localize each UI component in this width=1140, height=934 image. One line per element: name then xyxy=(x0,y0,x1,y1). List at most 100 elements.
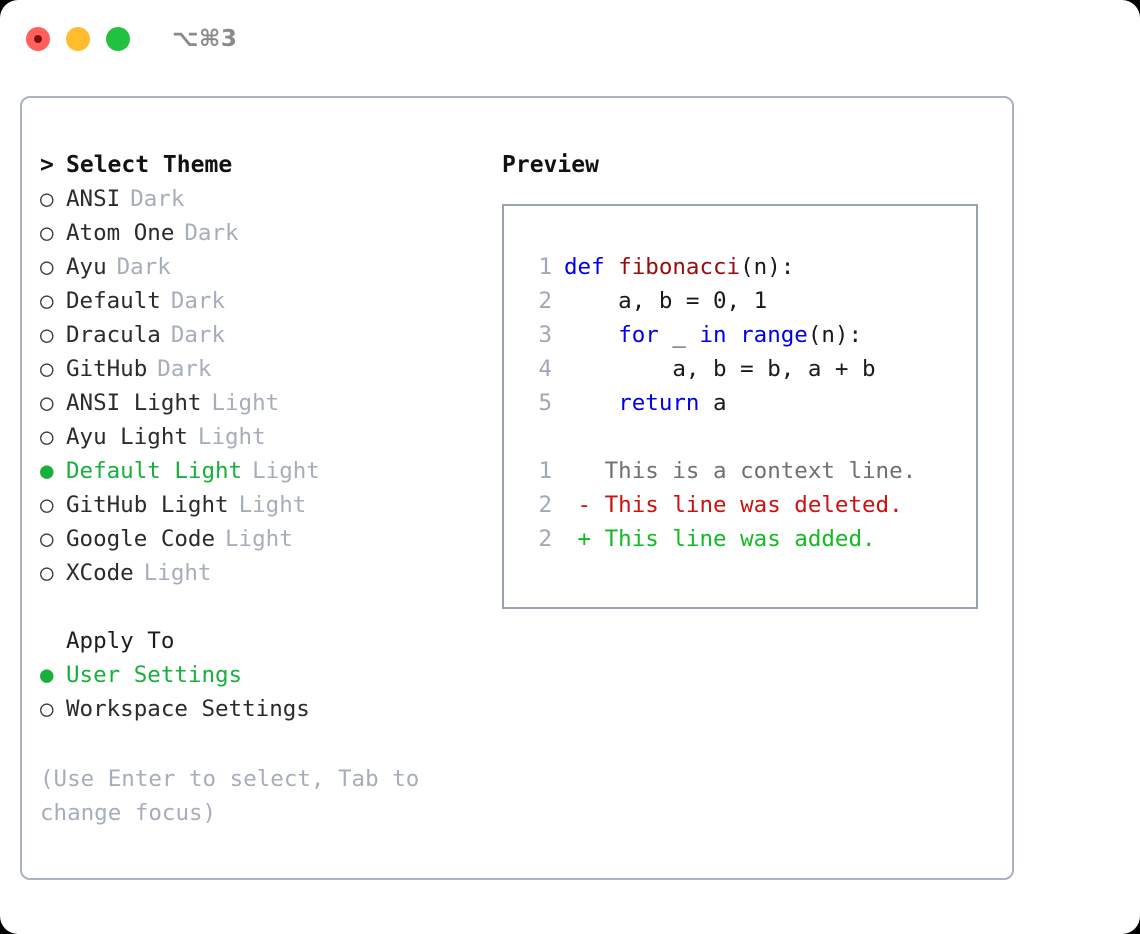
code-token: for xyxy=(618,322,659,348)
radio-empty-icon: ○ xyxy=(40,288,54,314)
theme-item-default[interactable]: ○ Default Dark xyxy=(40,284,500,318)
theme-item-variant-badge: Dark xyxy=(184,220,239,246)
radio-empty-icon: ○ xyxy=(40,254,54,280)
radio-empty-icon: ○ xyxy=(40,186,54,212)
line-number: 5 xyxy=(538,390,552,416)
caret-icon: > xyxy=(40,152,54,178)
theme-item-variant-badge: Light xyxy=(143,560,212,586)
theme-item-label: Google Code xyxy=(66,526,216,552)
code-token xyxy=(727,322,741,348)
preview-title: Preview xyxy=(502,152,599,178)
theme-item-label: Default xyxy=(66,288,161,314)
theme-item-variant-badge: Light xyxy=(225,526,293,552)
theme-item-ansi[interactable]: ○ ANSI Dark xyxy=(40,182,500,216)
radio-empty-icon: ○ xyxy=(40,560,54,586)
radio-selected-icon: ● xyxy=(40,458,54,484)
theme-item-label: Default Light xyxy=(66,458,243,484)
theme-item-github-light[interactable]: ○ GitHub Light Light xyxy=(40,488,500,522)
code-token: a, b = 0, 1 xyxy=(564,288,768,314)
code-line: 5 return a xyxy=(522,386,976,420)
theme-item-variant-badge: Dark xyxy=(116,254,171,280)
theme-item-variant-badge: Dark xyxy=(130,186,185,212)
diff-line-text: This is a context line. xyxy=(564,458,917,484)
theme-item-label: XCode xyxy=(66,560,134,586)
code-token xyxy=(564,390,618,416)
radio-empty-icon: ○ xyxy=(40,322,54,348)
theme-item-label: GitHub Light xyxy=(66,492,229,518)
window-title: ⌥⌘3 xyxy=(172,26,238,52)
diff-line-text: - This line was deleted. xyxy=(564,492,903,518)
theme-item-dracula[interactable]: ○ Dracula Dark xyxy=(40,318,500,352)
code-line: 2 a, b = 0, 1 xyxy=(522,284,976,318)
code-token: def xyxy=(564,254,619,280)
line-number: 1 xyxy=(538,254,552,280)
code-token: (n): xyxy=(740,254,795,280)
theme-item-variant-badge: Light xyxy=(197,424,266,450)
radio-empty-icon: ○ xyxy=(40,424,54,450)
radio-empty-icon: ○ xyxy=(40,356,54,382)
theme-item-variant-badge: Dark xyxy=(170,288,226,314)
code-token: a xyxy=(699,390,727,416)
theme-item-label: Ayu xyxy=(66,254,107,280)
minimize-button-icon[interactable] xyxy=(66,27,90,51)
theme-item-xcode[interactable]: ○ XCode Light xyxy=(40,556,500,590)
theme-item-ayu[interactable]: ○ Ayu Dark xyxy=(40,250,500,284)
theme-item-label: Ayu Light xyxy=(66,424,188,450)
line-number: 2 xyxy=(538,526,552,552)
theme-item-variant-badge: Dark xyxy=(170,322,226,348)
apply-to-option-workspace-settings[interactable]: ○ Workspace Settings xyxy=(40,692,500,726)
theme-item-variant-badge: Light xyxy=(252,458,320,484)
theme-item-github[interactable]: ○ GitHub Dark xyxy=(40,352,500,386)
apply-to-option-label: User Settings xyxy=(66,662,243,688)
select-theme-header-label: Select Theme xyxy=(66,152,233,178)
close-button-icon[interactable] xyxy=(26,27,50,51)
radio-empty-icon: ○ xyxy=(40,526,54,552)
traffic-light-group xyxy=(26,27,130,51)
apply-to-list: ● User Settings ○ Workspace Settings xyxy=(40,658,500,726)
title-bar: ⌥⌘3 xyxy=(0,0,1140,78)
radio-empty-icon: ○ xyxy=(40,696,54,722)
list-spacer xyxy=(40,590,500,624)
theme-item-variant-badge: Light xyxy=(238,492,307,518)
theme-item-label: ANSI xyxy=(66,186,121,212)
theme-item-variant-badge: Dark xyxy=(157,356,212,382)
diff-line: 1 This is a context line. xyxy=(522,454,976,488)
theme-item-label: ANSI Light xyxy=(66,390,202,416)
line-number: 2 xyxy=(538,492,552,518)
code-token: (n): xyxy=(807,322,863,348)
apply-to-option-label: Workspace Settings xyxy=(66,696,310,722)
code-token: in xyxy=(699,322,727,348)
radio-selected-icon: ● xyxy=(40,662,54,688)
radio-empty-icon: ○ xyxy=(40,492,54,518)
code-token: _ xyxy=(658,322,700,348)
theme-item-label: Atom One xyxy=(66,220,175,246)
line-number: 3 xyxy=(538,322,552,348)
theme-item-google-code[interactable]: ○ Google Code Light xyxy=(40,522,500,556)
diff-line: 2 - This line was deleted. xyxy=(522,488,976,522)
code-line: 3 for _ in range(n): xyxy=(522,318,976,352)
apply-to-label-row: Apply To xyxy=(40,624,500,658)
radio-empty-icon: ○ xyxy=(40,390,54,416)
theme-item-ayu-light[interactable]: ○ Ayu Light Light xyxy=(40,420,500,454)
code-token: a, b = b, a + b xyxy=(564,356,876,382)
apply-to-option-user-settings[interactable]: ● User Settings xyxy=(40,658,500,692)
select-theme-header: > Select Theme xyxy=(40,148,500,182)
line-number: 1 xyxy=(538,458,552,484)
maximize-button-icon[interactable] xyxy=(106,27,130,51)
line-number: 2 xyxy=(538,288,552,314)
theme-item-default-light[interactable]: ● Default Light Light xyxy=(40,454,500,488)
theme-item-label: Dracula xyxy=(66,322,161,348)
diff-line-text: + This line was added. xyxy=(564,526,876,552)
code-line: 4 a, b = b, a + b xyxy=(522,352,976,386)
keyboard-hint: (Use Enter to select, Tab to change focu… xyxy=(40,766,420,826)
theme-item-label: GitHub xyxy=(66,356,148,382)
